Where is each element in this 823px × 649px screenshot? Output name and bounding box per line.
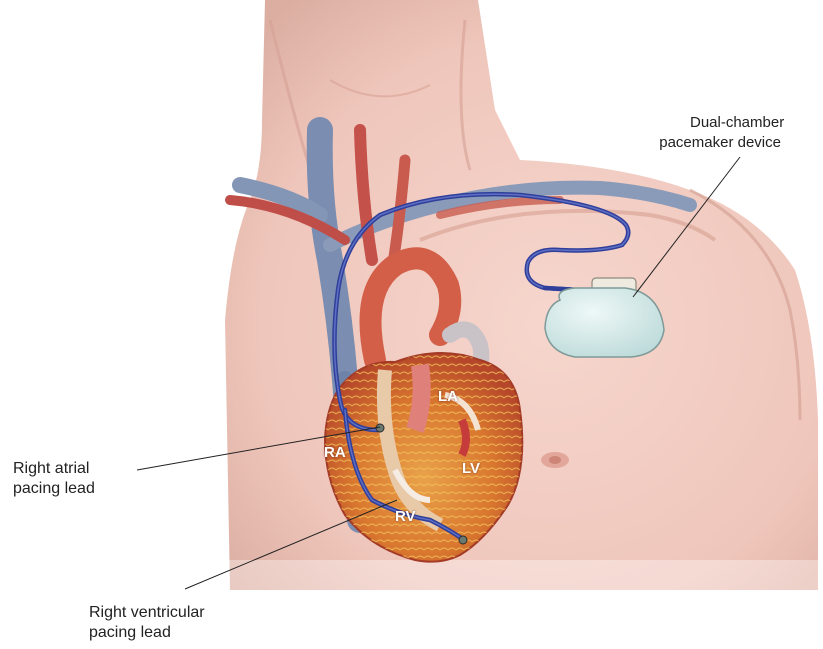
callout-ventricular-line1: Right ventricular — [89, 603, 205, 623]
label-ra: RA — [324, 444, 346, 461]
callout-ventricular-line2: pacing lead — [89, 623, 205, 643]
callout-device-line1: Dual-chamber — [690, 113, 784, 133]
callout-atrial-lead: Right atrial pacing lead — [13, 459, 95, 499]
label-rv: RV — [395, 508, 416, 525]
label-lv: LV — [462, 460, 480, 477]
callout-ventricular-lead: Right ventricular pacing lead — [89, 603, 205, 643]
callout-atrial-line1: Right atrial — [13, 459, 95, 479]
callout-device-line2: pacemaker device — [656, 133, 784, 153]
callout-atrial-line2: pacing lead — [13, 479, 95, 499]
label-la: LA — [438, 388, 458, 405]
torso — [225, 0, 823, 600]
callout-device: Dual-chamber pacemaker device — [690, 113, 784, 153]
